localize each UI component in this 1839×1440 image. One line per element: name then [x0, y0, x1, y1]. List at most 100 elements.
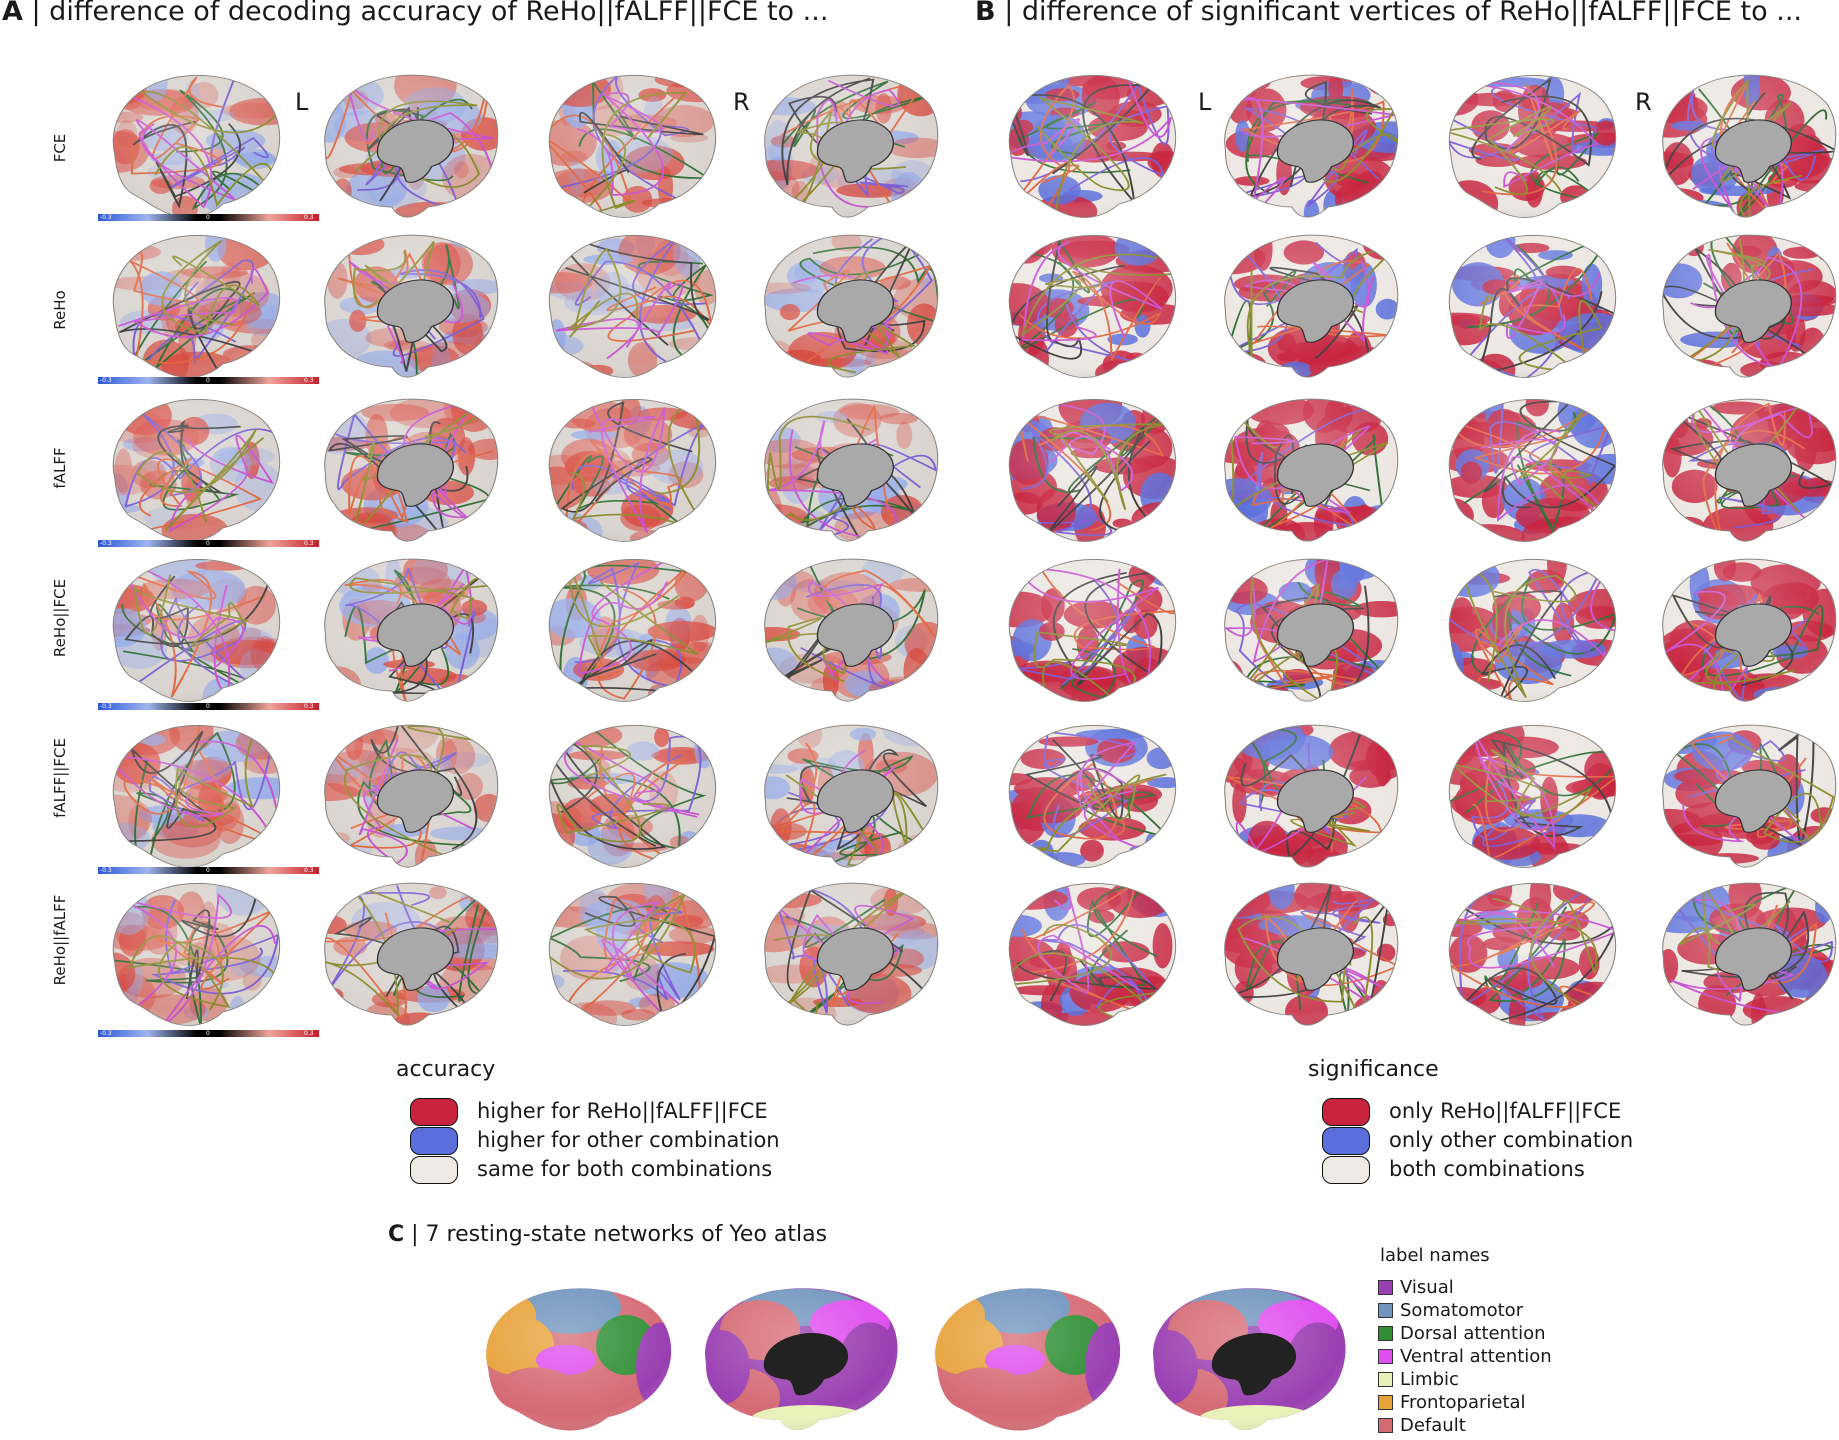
brain-lat-b17: [1008, 725, 1177, 868]
brain-lat-a23: [548, 883, 717, 1026]
brain-med-a22: [324, 882, 499, 1026]
colorbar-min-label: -0.3: [100, 867, 112, 874]
colorbar-min-label: -0.3: [100, 377, 112, 384]
brain-lat-a3: [548, 75, 717, 218]
brain-med-b16: [1662, 558, 1837, 702]
brain-lat-b15: [1448, 559, 1617, 702]
brain-lat-a21: [112, 883, 281, 1026]
panel-a-hemi-right: R: [733, 88, 750, 116]
colorbar-max-label: 0.3: [304, 867, 314, 874]
panel-b-title-text: | difference of significant vertices of …: [1004, 0, 1802, 27]
colorbar-gradient: [98, 867, 319, 874]
brain-med-a16: [764, 558, 939, 702]
panel-c-title: C | 7 resting-state networks of Yeo atla…: [388, 1222, 827, 1247]
brain-med-b18: [1224, 724, 1399, 868]
colorbar-max-label: 0.3: [304, 540, 314, 547]
colorbar-1: -0.3 0 0.3: [98, 214, 319, 224]
brain-lat-b23: [1448, 883, 1617, 1026]
colorbar-mid-label: 0: [206, 540, 210, 547]
brain-lat-a9: [112, 399, 281, 542]
brain-med-b12: [1662, 398, 1837, 542]
yeo-brain-med-4: [1153, 1288, 1346, 1431]
colorbar-min-label: -0.3: [100, 1030, 112, 1037]
brain-med-a4: [764, 74, 939, 218]
brain-med-b2: [1224, 74, 1399, 218]
brain-med-a8: [764, 234, 939, 378]
colorbar-min-label: -0.3: [100, 540, 112, 547]
colorbar-mid-label: 0: [206, 214, 210, 221]
brain-med-a12: [764, 398, 939, 542]
colorbar-max-label: 0.3: [304, 1030, 314, 1037]
brain-lat-b11: [1448, 399, 1617, 542]
brain-lat-b19: [1448, 725, 1617, 868]
colorbar-min-label: -0.3: [100, 703, 112, 710]
colorbar-2: -0.3 0 0.3: [98, 377, 319, 387]
brain-lat-a11: [548, 399, 717, 542]
network-legend-title: label names: [1380, 1245, 1490, 1266]
colorbar-max-label: 0.3: [304, 377, 314, 384]
colorbar-5: -0.3 0 0.3: [98, 867, 319, 877]
panel-b-hemi-right: R: [1635, 88, 1652, 116]
panel-b-hemi-left: L: [1198, 88, 1212, 116]
significance-swatch-red: [1322, 1098, 1370, 1126]
accuracy-swatch-neutral: [410, 1156, 458, 1184]
yeo-brain-lat-1: [486, 1288, 672, 1431]
colorbar-mid-label: 0: [206, 1030, 210, 1037]
brain-lat-a17: [112, 725, 281, 868]
brain-med-a10: [324, 398, 499, 542]
panel-c-letter: C: [388, 1222, 405, 1247]
colorbar-6: -0.3 0 0.3: [98, 1030, 319, 1040]
colorbar-mid-label: 0: [206, 377, 210, 384]
brain-med-b14: [1224, 558, 1399, 702]
brain-lat-b1: [1008, 75, 1177, 218]
brain-med-b8: [1662, 234, 1837, 378]
brain-med-b24: [1662, 882, 1837, 1026]
brain-med-b20: [1662, 724, 1837, 868]
brain-med-a20: [764, 724, 939, 868]
panel-a-hemi-left: L: [295, 88, 309, 116]
colorbar-min-label: -0.3: [100, 214, 112, 221]
colorbar-gradient: [98, 214, 319, 221]
brain-med-a18: [324, 724, 499, 868]
brain-med-a2: [324, 74, 499, 218]
brain-lat-b13: [1008, 559, 1177, 702]
significance-legend-title: significance: [1308, 1057, 1439, 1082]
panel-a-letter: A: [2, 0, 23, 27]
colorbar-4: -0.3 0 0.3: [98, 703, 319, 713]
colorbar-gradient: [98, 377, 319, 384]
significance-swatch-blue: [1322, 1127, 1370, 1155]
panel-b-letter: B: [975, 0, 996, 27]
brain-med-b4: [1662, 74, 1837, 218]
brain-lat-a13: [112, 559, 281, 702]
brain-med-a6: [324, 234, 499, 378]
brain-med-b10: [1224, 398, 1399, 542]
yeo-brain-med-2: [705, 1288, 898, 1431]
colorbar-mid-label: 0: [206, 867, 210, 874]
accuracy-swatch-blue: [410, 1127, 458, 1155]
colorbar-mid-label: 0: [206, 703, 210, 710]
brain-med-a24: [764, 882, 939, 1026]
colorbar-gradient: [98, 1030, 319, 1037]
brain-med-a14: [324, 558, 499, 702]
brain-lat-b5: [1008, 235, 1177, 378]
brain-lat-a1: [112, 75, 281, 218]
brain-lat-a15: [548, 559, 717, 702]
colorbar-3: -0.3 0 0.3: [98, 540, 319, 550]
colorbar-max-label: 0.3: [304, 703, 314, 710]
brain-lat-b21: [1008, 883, 1177, 1026]
colorbar-max-label: 0.3: [304, 214, 314, 221]
colorbar-gradient: [98, 540, 319, 547]
panel-a-title: A | difference of decoding accuracy of R…: [2, 0, 828, 27]
brain-lat-b3: [1448, 75, 1617, 218]
accuracy-swatch-red: [410, 1098, 458, 1126]
brain-lat-a19: [548, 725, 717, 868]
significance-swatch-neutral: [1322, 1156, 1370, 1184]
brain-med-b6: [1224, 234, 1399, 378]
brain-lat-b7: [1448, 235, 1617, 378]
colorbar-gradient: [98, 703, 319, 710]
brain-med-b22: [1224, 882, 1399, 1026]
brain-lat-a5: [112, 235, 281, 378]
panel-b-title: B | difference of significant vertices o…: [975, 0, 1802, 27]
brain-lat-a7: [548, 235, 717, 378]
brain-lat-b9: [1008, 399, 1177, 542]
